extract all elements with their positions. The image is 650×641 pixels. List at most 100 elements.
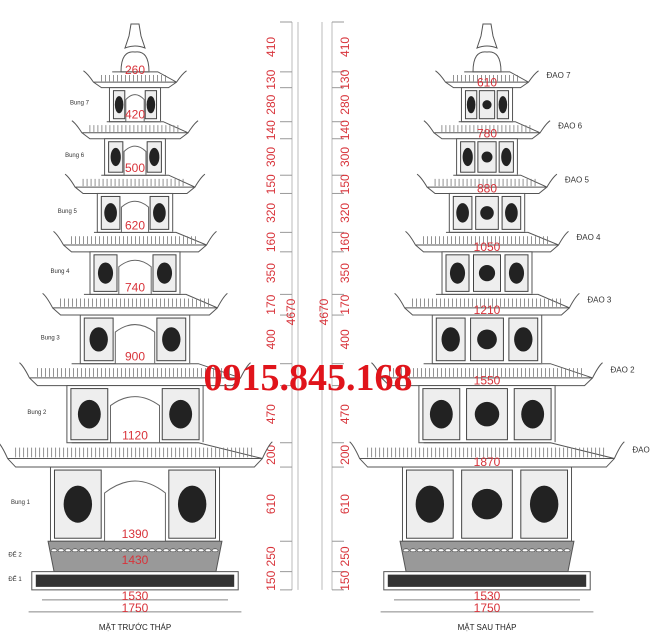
ruler-label-left: 160 bbox=[264, 232, 278, 252]
lotus-petal bbox=[134, 548, 142, 553]
lotus-petal bbox=[120, 548, 128, 553]
base-width-1530: 1530 bbox=[474, 589, 501, 603]
ornament-icon bbox=[477, 329, 497, 350]
body-width-label: 620 bbox=[125, 218, 145, 232]
spire-icon bbox=[476, 23, 498, 49]
ornament-icon bbox=[149, 147, 160, 167]
lotus-petal bbox=[169, 548, 177, 553]
arch-door-icon bbox=[109, 396, 161, 443]
roof-width-label: 1210 bbox=[474, 303, 501, 317]
center-panel bbox=[461, 469, 513, 539]
lotus-petal bbox=[451, 548, 459, 553]
ruler-label-left: 250 bbox=[264, 546, 278, 566]
lotus-petal bbox=[176, 548, 184, 553]
ruler-label-left: 610 bbox=[264, 494, 278, 514]
lotus-petal bbox=[472, 548, 480, 553]
lotus-petal bbox=[528, 548, 536, 553]
lotus-petal bbox=[141, 548, 149, 553]
ornament-icon bbox=[104, 203, 117, 223]
arch-door-icon bbox=[123, 145, 147, 176]
ornament-icon bbox=[481, 151, 493, 163]
base-width-label: 1430 bbox=[122, 553, 149, 567]
ornament-icon bbox=[169, 399, 193, 429]
ornament-icon bbox=[480, 206, 494, 220]
ruler-label-right: 140 bbox=[338, 120, 352, 140]
lotus-base bbox=[399, 540, 575, 573]
roof-width-label: 610 bbox=[477, 76, 497, 90]
front-view-title: MẶT TRƯỚC THÁP bbox=[99, 623, 171, 632]
total-height-left: 4670 bbox=[284, 298, 298, 325]
ruler-label-left: 280 bbox=[264, 94, 278, 114]
lotus-petal bbox=[535, 548, 543, 553]
spire-icon bbox=[124, 23, 146, 49]
back-view-title: MẶT SAU THÁP bbox=[458, 623, 517, 632]
lotus-petal bbox=[486, 548, 494, 553]
base-label: ĐẾ 1 bbox=[8, 576, 22, 583]
lotus-petal bbox=[493, 548, 501, 553]
roof-width-label: 780 bbox=[477, 127, 497, 141]
ornament-icon bbox=[429, 399, 453, 429]
body-width-label: 1390 bbox=[122, 527, 149, 541]
roof-eave bbox=[53, 230, 217, 253]
lotus-petal bbox=[64, 548, 72, 553]
tier-label: Bung 4 bbox=[50, 269, 70, 275]
roof-label: ĐAO 6 bbox=[558, 122, 583, 131]
front-pagoda bbox=[0, 23, 273, 613]
lotus-petal bbox=[127, 548, 135, 553]
ruler-label-right: 130 bbox=[338, 69, 352, 89]
ornament-icon bbox=[529, 485, 559, 523]
lotus-crown-icon bbox=[472, 51, 502, 73]
arch-door-icon bbox=[114, 324, 156, 364]
ornament-icon bbox=[449, 262, 466, 284]
roof-width-label: 880 bbox=[477, 181, 497, 195]
ruler-label-left: 200 bbox=[264, 445, 278, 465]
lotus-petal bbox=[204, 548, 212, 553]
ornament-icon bbox=[156, 262, 173, 284]
roof-label: ĐAO 3 bbox=[587, 296, 612, 305]
base-width-1530: 1530 bbox=[122, 589, 149, 603]
lotus-petal bbox=[507, 548, 515, 553]
lotus-petal bbox=[71, 548, 79, 553]
ruler-label-right: 410 bbox=[338, 37, 352, 57]
lotus-petal bbox=[92, 548, 100, 553]
top-width-label: 260 bbox=[125, 63, 145, 77]
lotus-petal bbox=[99, 548, 107, 553]
lotus-petal bbox=[50, 548, 58, 553]
lotus-petal bbox=[416, 548, 424, 553]
lotus-petal bbox=[113, 548, 121, 553]
arch-door-icon bbox=[104, 480, 166, 542]
roof-eave bbox=[71, 120, 199, 140]
lotus-petal bbox=[57, 548, 65, 553]
ornament-icon bbox=[162, 327, 181, 352]
ornament-icon bbox=[521, 399, 545, 429]
ornament-icon bbox=[478, 265, 496, 282]
ruler-label-right: 250 bbox=[338, 546, 352, 566]
ruler-label-left: 150 bbox=[264, 570, 278, 590]
ruler-label-right: 200 bbox=[338, 445, 352, 465]
ruler-label-right: 400 bbox=[338, 329, 352, 349]
roof-eave bbox=[423, 120, 551, 140]
lotus-petal bbox=[563, 548, 571, 553]
body-width-label: 900 bbox=[125, 350, 145, 364]
roof-eave bbox=[405, 230, 569, 253]
roof-label: ĐAO 2 bbox=[611, 365, 636, 374]
lotus-petal bbox=[430, 548, 438, 553]
lotus-petal bbox=[211, 548, 219, 553]
ornament-icon bbox=[110, 147, 121, 167]
ruler-label-left: 170 bbox=[264, 294, 278, 314]
roof-width-label: 1870 bbox=[474, 455, 501, 469]
roof-label: ĐAO 7 bbox=[547, 71, 572, 80]
roof-width-label: 1050 bbox=[474, 240, 501, 254]
lotus-petal bbox=[444, 548, 452, 553]
ornament-icon bbox=[514, 327, 533, 352]
roof-label: ĐAO 1 bbox=[632, 445, 650, 454]
lotus-petal bbox=[148, 548, 156, 553]
lotus-petal bbox=[183, 548, 191, 553]
lotus-petal bbox=[549, 548, 557, 553]
ruler-label-right: 470 bbox=[338, 404, 352, 424]
tier-label: Bung 6 bbox=[65, 153, 85, 159]
lotus-petal bbox=[556, 548, 564, 553]
ornament-icon bbox=[462, 147, 473, 167]
ruler-label-left: 320 bbox=[264, 203, 278, 223]
